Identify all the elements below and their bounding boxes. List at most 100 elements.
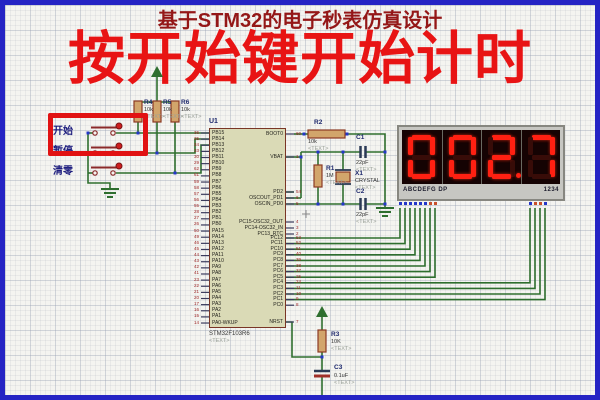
r5-body bbox=[152, 100, 162, 123]
segment-g bbox=[492, 154, 511, 160]
chip-pin-num: 6 bbox=[296, 194, 299, 200]
r1-ref: R1 bbox=[326, 165, 335, 172]
digit-select-wire bbox=[286, 208, 546, 301]
push-button-actuator-icon bbox=[115, 122, 123, 130]
segment-a bbox=[531, 135, 551, 140]
chip-pin-num: 3 bbox=[296, 224, 299, 230]
chip-pin-num: 20 bbox=[193, 295, 199, 300]
chip-pin-num: 49 bbox=[193, 233, 199, 239]
start-button-highlight-box bbox=[48, 113, 148, 156]
r2-value: 10k bbox=[308, 139, 317, 145]
junction-dot bbox=[136, 131, 140, 135]
start-push-button[interactable] bbox=[89, 124, 123, 140]
segment-c bbox=[510, 159, 515, 177]
chip-pin-num: 34 bbox=[193, 141, 199, 147]
chip-pin-right-VBAT: VBAT bbox=[270, 153, 283, 160]
chip-pin-left-PB13: PB13 bbox=[212, 141, 225, 148]
mcu-ref: U1 bbox=[209, 118, 218, 125]
chip-pin-num: 60 bbox=[296, 130, 302, 136]
chip-pin-num: 22 bbox=[193, 282, 199, 288]
segment-wire bbox=[286, 208, 436, 279]
segment-f bbox=[488, 137, 493, 155]
r4-text: <TEXT> bbox=[144, 114, 165, 120]
display-pin-pad bbox=[408, 202, 412, 205]
clear-push-button[interactable] bbox=[89, 164, 123, 180]
digit-select-wire bbox=[286, 208, 536, 290]
c1-value: 22pF bbox=[356, 160, 369, 166]
r2-ref: R2 bbox=[314, 119, 323, 126]
segment-d bbox=[531, 174, 551, 179]
r3-body bbox=[317, 329, 327, 353]
r1-text: <TEXT> bbox=[326, 180, 347, 186]
chip-pin-num: 2 bbox=[296, 230, 299, 236]
push-button-actuator-icon bbox=[115, 142, 123, 150]
chip-pin-num: 15 bbox=[193, 313, 199, 319]
segment-b bbox=[470, 137, 476, 155]
chip-pin-num: 53 bbox=[296, 234, 302, 240]
digit-select-wire bbox=[286, 208, 541, 295]
chip-pin-num: 57 bbox=[193, 190, 199, 196]
chip-pin-num: 52 bbox=[296, 240, 302, 246]
chip-pin-num: 11 bbox=[296, 284, 301, 290]
chip-pin-num: 24 bbox=[296, 279, 302, 285]
push-button-terminal bbox=[92, 170, 98, 176]
chip-pin-left-PA2: PA2 bbox=[212, 307, 222, 314]
display-pin-pad bbox=[403, 202, 407, 205]
chip-pin-right-PC12: PC12 bbox=[270, 234, 283, 241]
chip-pin-right-PC7: PC7 bbox=[273, 262, 283, 269]
r1-value: 1M bbox=[326, 173, 334, 179]
display-segment-pins-label: ABCDEFG DP bbox=[403, 187, 448, 193]
segment-e bbox=[448, 159, 454, 177]
junction-dot bbox=[316, 202, 320, 206]
segment-e bbox=[527, 159, 533, 177]
chip-pin-left-PB10: PB10 bbox=[212, 160, 225, 167]
chip-pin-num: 26 bbox=[193, 221, 199, 227]
chip-pin-num: 35 bbox=[193, 135, 199, 141]
chip-pin-num: 36 bbox=[193, 129, 199, 135]
segment-b bbox=[510, 137, 515, 155]
wire bbox=[345, 133, 386, 208]
x1-value: CRYSTAL bbox=[355, 178, 380, 184]
r4-ref: R4 bbox=[144, 99, 153, 106]
chip-pin-left-PB8: PB8 bbox=[212, 172, 222, 179]
chip-pin-left-PA1: PA1 bbox=[212, 313, 222, 320]
chip-pin-right-PC11: PC11 bbox=[270, 240, 283, 247]
junction-dot bbox=[341, 150, 345, 154]
chip-pin-num: 28 bbox=[193, 209, 199, 215]
chip-pin-left-PA10: PA10 bbox=[212, 258, 224, 265]
chip-pin-left-PB0: PB0 bbox=[212, 221, 222, 228]
segment-wire bbox=[286, 208, 431, 273]
chip-pin-right-PC6: PC6 bbox=[273, 268, 283, 275]
chip-pin-num: 44 bbox=[193, 252, 199, 258]
segment-wire bbox=[286, 208, 421, 262]
chip-pin-num: 43 bbox=[193, 258, 199, 264]
chip-pin-left-PA5: PA5 bbox=[212, 288, 222, 295]
c1-ref: C1 bbox=[356, 134, 365, 141]
display-pin-pad bbox=[423, 202, 427, 205]
segment-e bbox=[408, 159, 413, 177]
chip-pin-right-OSCOUT_PD1: OSCOUT_PD1 bbox=[249, 194, 283, 201]
segment-c bbox=[430, 159, 435, 177]
mcu-text: <TEXT> bbox=[209, 338, 230, 344]
pause-push-button[interactable] bbox=[89, 144, 123, 160]
mcu-chip bbox=[209, 128, 286, 328]
c3-ref: C3 bbox=[334, 364, 343, 371]
push-button-terminal bbox=[92, 130, 98, 136]
chip-pin-left-PB4: PB4 bbox=[212, 196, 222, 203]
chip-pin-left-PB12: PB12 bbox=[212, 147, 225, 154]
push-button-actuator-icon bbox=[115, 162, 123, 170]
segment-g bbox=[452, 154, 472, 160]
chip-pin-num: 51 bbox=[296, 245, 302, 251]
junction-dot bbox=[320, 355, 324, 359]
chip-pin-right-BOOT0: BOOT0 bbox=[266, 130, 283, 137]
mcu-part-number: STM32F103R6 bbox=[209, 331, 250, 337]
c2-ref: C2 bbox=[356, 188, 365, 195]
segment-wire bbox=[286, 208, 416, 256]
display-pin-pad bbox=[528, 202, 532, 205]
chip-pin-left-PB2: PB2 bbox=[212, 209, 222, 216]
segment-d bbox=[412, 174, 431, 179]
chip-pin-num: 30 bbox=[193, 154, 199, 160]
chip-pin-num: 41 bbox=[193, 270, 199, 276]
decimal-point bbox=[516, 173, 521, 178]
segment-a bbox=[412, 135, 431, 140]
